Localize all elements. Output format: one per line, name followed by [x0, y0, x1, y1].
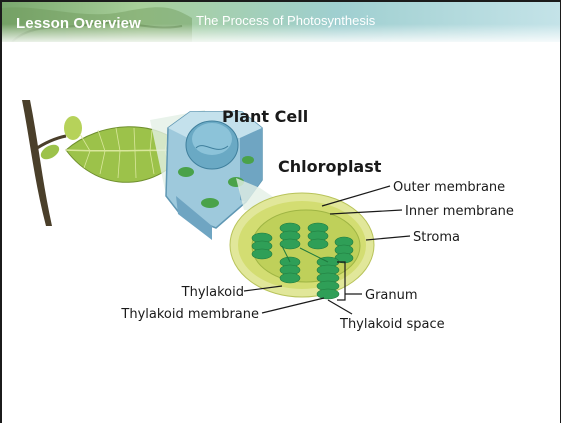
inner-membrane-label: Inner membrane	[405, 204, 514, 219]
chloroplast-label: Chloroplast	[278, 157, 382, 176]
thylakoid-space-label: Thylakoid space	[339, 317, 445, 332]
outer-membrane-label: Outer membrane	[393, 180, 505, 195]
stroma-label: Stroma	[413, 230, 460, 245]
thylakoid-label: Thylakoid	[181, 285, 244, 300]
granum-label: Granum	[365, 288, 418, 303]
thylakoid-membrane-label: Thylakoid membrane	[120, 307, 259, 322]
plant-cell-label: Plant Cell	[222, 107, 308, 126]
chloroplast-illustration	[230, 193, 374, 299]
